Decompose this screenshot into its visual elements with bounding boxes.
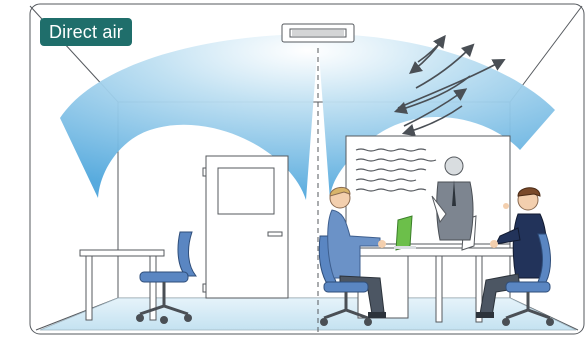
floor	[40, 298, 576, 330]
direct-air-label-text: Direct air	[49, 22, 123, 43]
ceiling-cassette-ac-icon	[282, 24, 354, 42]
direct-air-label: Direct air	[40, 18, 132, 46]
whiteboard-icon	[346, 136, 510, 244]
door-icon	[203, 156, 288, 298]
